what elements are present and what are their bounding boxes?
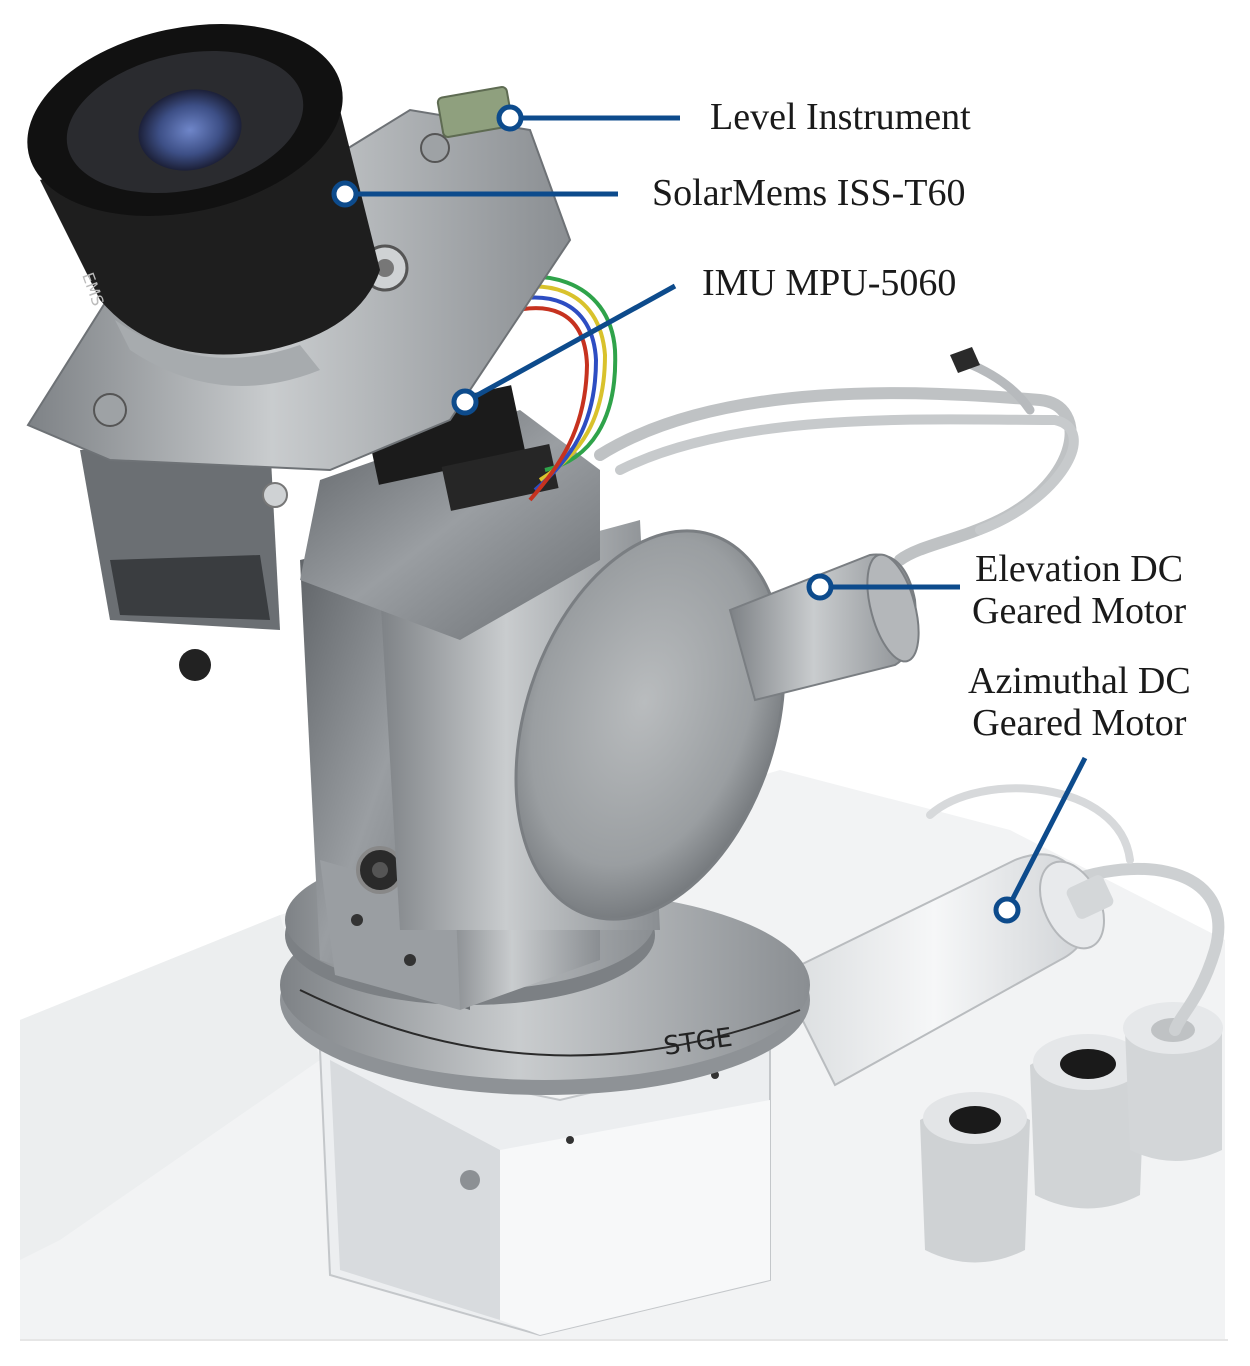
label-elevation-line-1: Elevation DC (975, 548, 1184, 590)
cable-gland (920, 1092, 1030, 1263)
callout-dot-azimuthal (993, 896, 1021, 924)
label-level-instrument: Level Instrument (710, 96, 971, 138)
label-solar-sensor: SolarMems ISS-T60 (652, 172, 966, 214)
cable-glands (920, 1002, 1223, 1263)
cable-gland (1030, 1034, 1145, 1209)
callout-line-imu (463, 283, 677, 405)
label-imu: IMU MPU-5060 (702, 262, 957, 304)
callout-dot-level (496, 104, 524, 132)
label-azimuthal-motor: Azimuthal DC Geared Motor (968, 660, 1191, 744)
cables (594, 347, 1225, 1036)
label-elevation-line-2: Geared Motor (972, 590, 1187, 632)
callout-dot-imu (451, 388, 479, 416)
callout-dot-elevation (806, 573, 834, 601)
elevation-motor (728, 553, 920, 702)
label-elevation-motor: Elevation DC Geared Motor (972, 548, 1186, 632)
solar-sensor: EMS (27, 24, 380, 386)
callout-line-azimuthal (1004, 756, 1088, 912)
callout-dot-solar (331, 180, 359, 208)
callouts (331, 104, 1088, 924)
white-base-housing (318, 1048, 771, 1337)
label-azimuthal-line-2: Geared Motor (972, 702, 1187, 744)
label-azimuthal-line-1: Azimuthal DC (968, 660, 1191, 702)
